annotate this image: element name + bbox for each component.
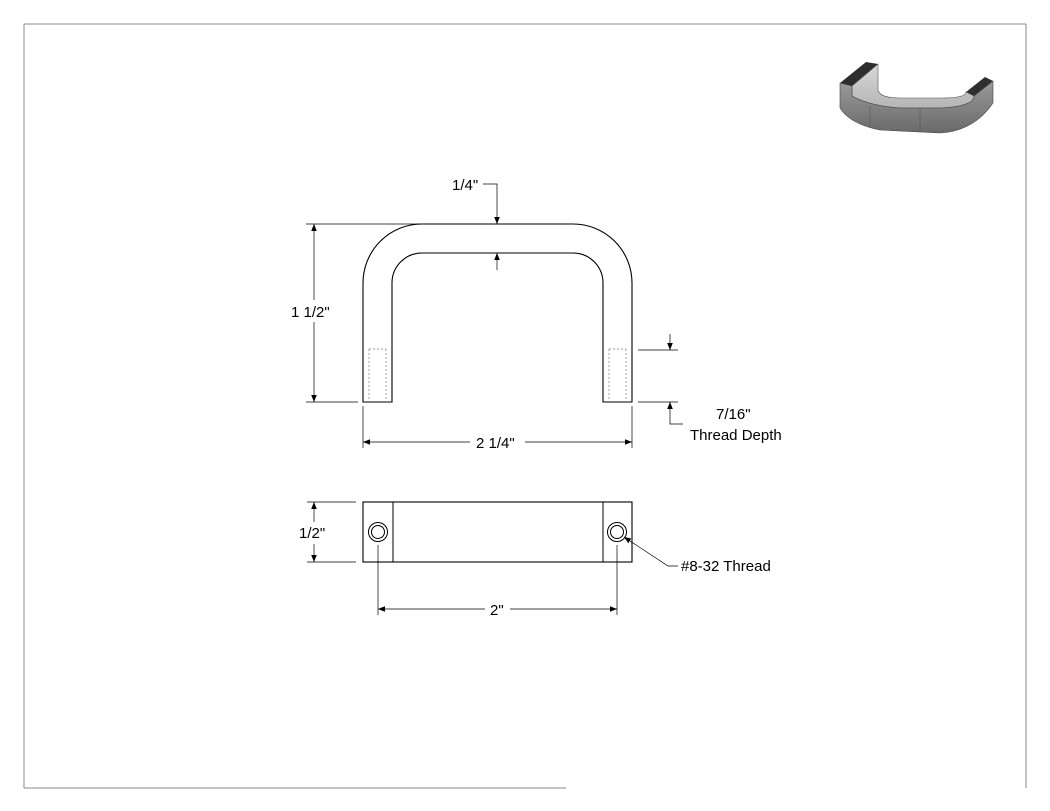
thread-callout-label: #8-32 Thread [681, 558, 771, 575]
overall-height-label: 1 1/2" [291, 304, 330, 321]
thread-hole-right [607, 522, 627, 542]
dimension-hole-spacing: 2" [377, 545, 618, 619]
isometric-handle-thumbnail [839, 62, 994, 134]
thread-hole-left [368, 522, 388, 542]
bottom-height-label: 1/2" [299, 525, 325, 542]
overall-width-label: 2 1/4" [476, 435, 515, 452]
dimension-overall-width: 2 1/4" [362, 406, 633, 452]
thread-depth-value: 7/16" [716, 406, 751, 423]
dimension-wall-thickness: 1/4" [452, 177, 500, 270]
wall-thickness-label: 1/4" [452, 177, 478, 194]
thread-depth-label: Thread Depth [690, 427, 782, 444]
sheet-border [23, 23, 1027, 789]
handle-bottom-view [362, 501, 633, 563]
hole-spacing-label: 2" [490, 602, 504, 619]
dimension-overall-height: 1 1/2" [291, 223, 422, 403]
handle-front-view [362, 223, 633, 403]
thread-callout: #8-32 Thread [623, 536, 771, 575]
dimension-thread-depth: 7/16" Thread Depth [638, 334, 782, 444]
dimension-bottom-height: 1/2" [299, 501, 356, 563]
